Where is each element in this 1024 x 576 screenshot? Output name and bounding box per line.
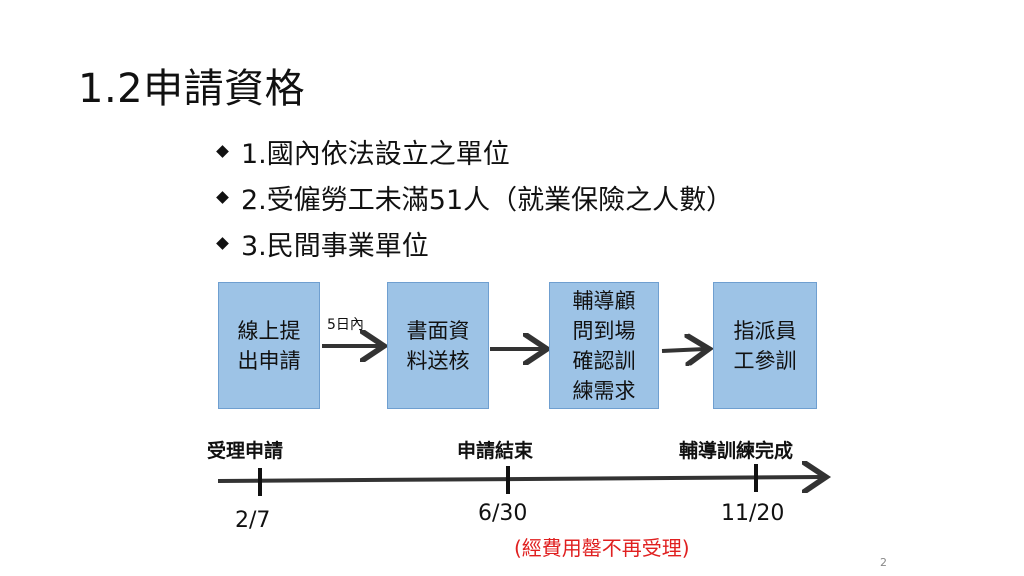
flow-step-box-3: 輔導顧 問到場 確認訓 練需求 [549,282,659,409]
flow-step-text: 料送核 [406,348,470,373]
first-arrow-note: 5日內 [327,317,364,333]
bullet-text: 2.受僱勞工未滿51人（就業保險之人數） [241,184,734,216]
flow-arrow-3 [661,349,705,351]
flow-step-text: 工參訓 [733,348,797,373]
timeline-note: (經費用罄不再受理) [514,536,690,560]
page-number: 2 [880,556,887,569]
timeline-axis [217,477,822,481]
flow-step-text: 練需求 [572,378,636,403]
flow-step-box-2: 書面資 料送核 [387,282,489,409]
slide-title: 1.2申請資格 [78,66,306,112]
bullet-item: 3.民間事業單位 [214,220,733,266]
milestone-date: 6/30 [478,501,528,526]
bullet-list: 1.國內依法設立之單位 2.受僱勞工未滿51人（就業保險之人數） 3.民間事業單… [214,128,733,266]
flow-step-box-1: 線上提 出申請 [218,282,320,409]
flow-step-text: 輔導顧 [572,288,636,313]
flow-step-text: 書面資 [406,318,470,343]
bullet-text: 3.民間事業單位 [241,230,429,262]
milestone-date: 11/20 [721,501,785,526]
milestone-label: 輔導訓練完成 [679,440,794,462]
milestone-label: 受理申請 [207,440,284,462]
flow-step-box-4: 指派員 工參訓 [713,282,817,409]
milestone-label: 申請結束 [457,440,534,462]
bullet-item: 1.國內依法設立之單位 [214,128,733,174]
flow-step-text: 線上提 [237,318,301,343]
bullet-item: 2.受僱勞工未滿51人（就業保險之人數） [214,174,733,220]
milestone-date: 2/7 [235,508,271,533]
flow-step-text: 問到場 [572,318,636,343]
flow-step-text: 確認訓 [572,348,636,373]
flow-step-text: 指派員 [733,318,797,343]
bullet-text: 1.國內依法設立之單位 [241,138,510,170]
flow-step-text: 出申請 [237,348,301,373]
